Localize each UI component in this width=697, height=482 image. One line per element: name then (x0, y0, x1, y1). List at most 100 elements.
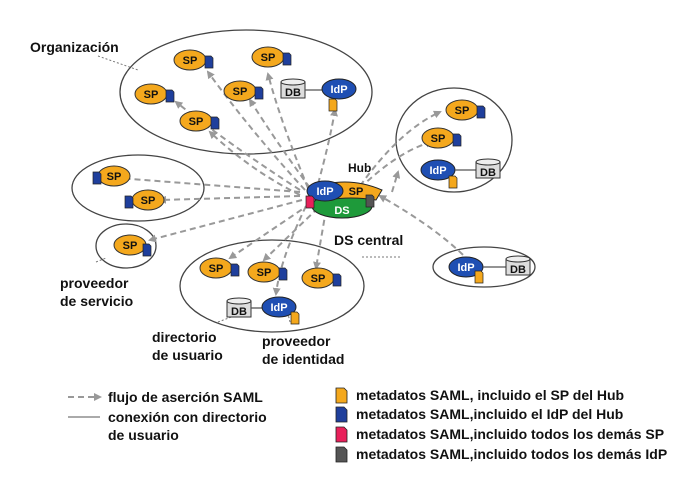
idp-node: IdP (261, 296, 300, 325)
svg-text:DS: DS (334, 205, 349, 217)
legend-item-text: metadatos SAML,incluido todos los demás … (356, 426, 664, 442)
flow-arrow (317, 108, 338, 185)
flow-arrow (262, 207, 319, 262)
legend: flujo de aserción SAML conexión con dire… (68, 387, 667, 463)
legend-item-text: metadatos SAML, incluido el SP del Hub (356, 387, 624, 403)
db-node: DB (475, 158, 501, 179)
svg-text:IdP: IdP (330, 84, 347, 96)
document-icon (335, 446, 348, 463)
identity-provider-label-1: proveedor (262, 333, 331, 349)
flow-arrow (378, 195, 471, 263)
sp-node: SP (247, 261, 288, 283)
document-icon (204, 55, 214, 69)
sp-node: SP (124, 189, 165, 211)
sp-node: SP (223, 80, 264, 102)
central-hub: DS IdP SP (305, 180, 383, 219)
hub-idp-node (306, 180, 344, 202)
right-idp-ellipse (432, 246, 536, 288)
db-node: DB (226, 297, 252, 318)
svg-text:SP: SP (431, 133, 446, 145)
svg-text:SP: SP (123, 240, 138, 252)
legend-connection-text-1: conexión con directorio (108, 409, 267, 425)
sp-node: SP (445, 99, 486, 121)
flow-arrow (272, 205, 307, 296)
sp-node: SP (199, 257, 240, 279)
db-node: DB (505, 255, 531, 276)
flow-arrow (228, 203, 311, 260)
flow-arrow (265, 72, 309, 189)
flow-arrow (158, 195, 301, 204)
right-group-ellipse (395, 87, 513, 193)
sp-node: SP (301, 267, 342, 289)
user-directory-label-1: directorio (152, 329, 217, 345)
hub-label: Hub (348, 161, 371, 175)
svg-text:DB: DB (480, 167, 496, 179)
right-idp-nodes: IdP DB (448, 255, 531, 284)
legend-item-text: metadatos SAML,incluido el IdP del Hub (356, 406, 623, 422)
flow-arrow (391, 170, 401, 193)
label-pointers (95, 55, 400, 323)
svg-text:SP: SP (144, 89, 159, 101)
bottom-group-ellipse (179, 239, 365, 333)
legend-flow-text: flujo de aserción SAML (108, 389, 263, 405)
small-sp-ellipse (95, 223, 157, 269)
svg-text:SP: SP (107, 171, 122, 183)
svg-text:SP: SP (233, 86, 248, 98)
svg-text:SP: SP (257, 267, 272, 279)
db-node: DB (280, 78, 306, 99)
document-icon (230, 263, 240, 277)
document-icon (452, 133, 462, 147)
document-icon (124, 195, 134, 209)
svg-text:SP: SP (349, 186, 364, 198)
svg-text:IdP: IdP (457, 262, 474, 274)
idp-node: IdP (420, 159, 458, 189)
document-icon (165, 89, 175, 103)
right-group-nodes: SP SP IdP DB (420, 99, 501, 189)
flow-arrow (148, 199, 303, 243)
flow-arrow (359, 110, 442, 187)
left-group-ellipse (71, 154, 205, 222)
svg-text:IdP: IdP (316, 186, 333, 198)
svg-text:SP: SP (209, 263, 224, 275)
sp-node: SP (179, 110, 220, 132)
document-icon (365, 194, 375, 208)
document-icon (335, 387, 348, 404)
idp-node: IdP (321, 78, 357, 112)
document-icon (335, 426, 348, 443)
organization-nodes: SP SP SP SP SP DB IdP (134, 46, 357, 132)
legend-item-text: metadatos SAML,incluido todos los demás … (356, 446, 667, 462)
svg-text:SP: SP (311, 273, 326, 285)
document-icon (305, 195, 315, 209)
user-directory-label-2: de usuario (152, 347, 223, 363)
flow-arrow (359, 139, 434, 189)
document-icon (210, 116, 220, 130)
document-icon (290, 311, 300, 325)
flow-arrow (116, 174, 301, 193)
flow-arrow (208, 130, 301, 196)
svg-text:SP: SP (141, 195, 156, 207)
document-icon (335, 406, 348, 423)
legend-connection-text-2: de usuario (108, 427, 179, 443)
left-group-nodes: SP SP (92, 165, 165, 211)
document-icon (92, 171, 102, 185)
sp-node: SP (113, 234, 152, 257)
sp-node: SP (421, 127, 462, 149)
idp-node: IdP (448, 256, 484, 284)
svg-text:SP: SP (183, 55, 198, 67)
ds-central-label: DS central (334, 232, 403, 248)
document-icon (282, 52, 292, 66)
sp-node: SP (92, 165, 131, 187)
flow-arrow (313, 209, 327, 270)
document-icon (476, 105, 486, 119)
flow-arrow (248, 98, 311, 189)
svg-text:IdP: IdP (429, 165, 446, 177)
document-icon (328, 98, 338, 112)
svg-text:DB: DB (285, 87, 301, 99)
sp-node: SP (134, 83, 175, 105)
svg-text:SP: SP (455, 105, 470, 117)
document-icon (474, 270, 484, 284)
sp-node: SP (251, 46, 292, 68)
document-icon (332, 273, 342, 287)
saml-flow-arrows (116, 70, 471, 296)
